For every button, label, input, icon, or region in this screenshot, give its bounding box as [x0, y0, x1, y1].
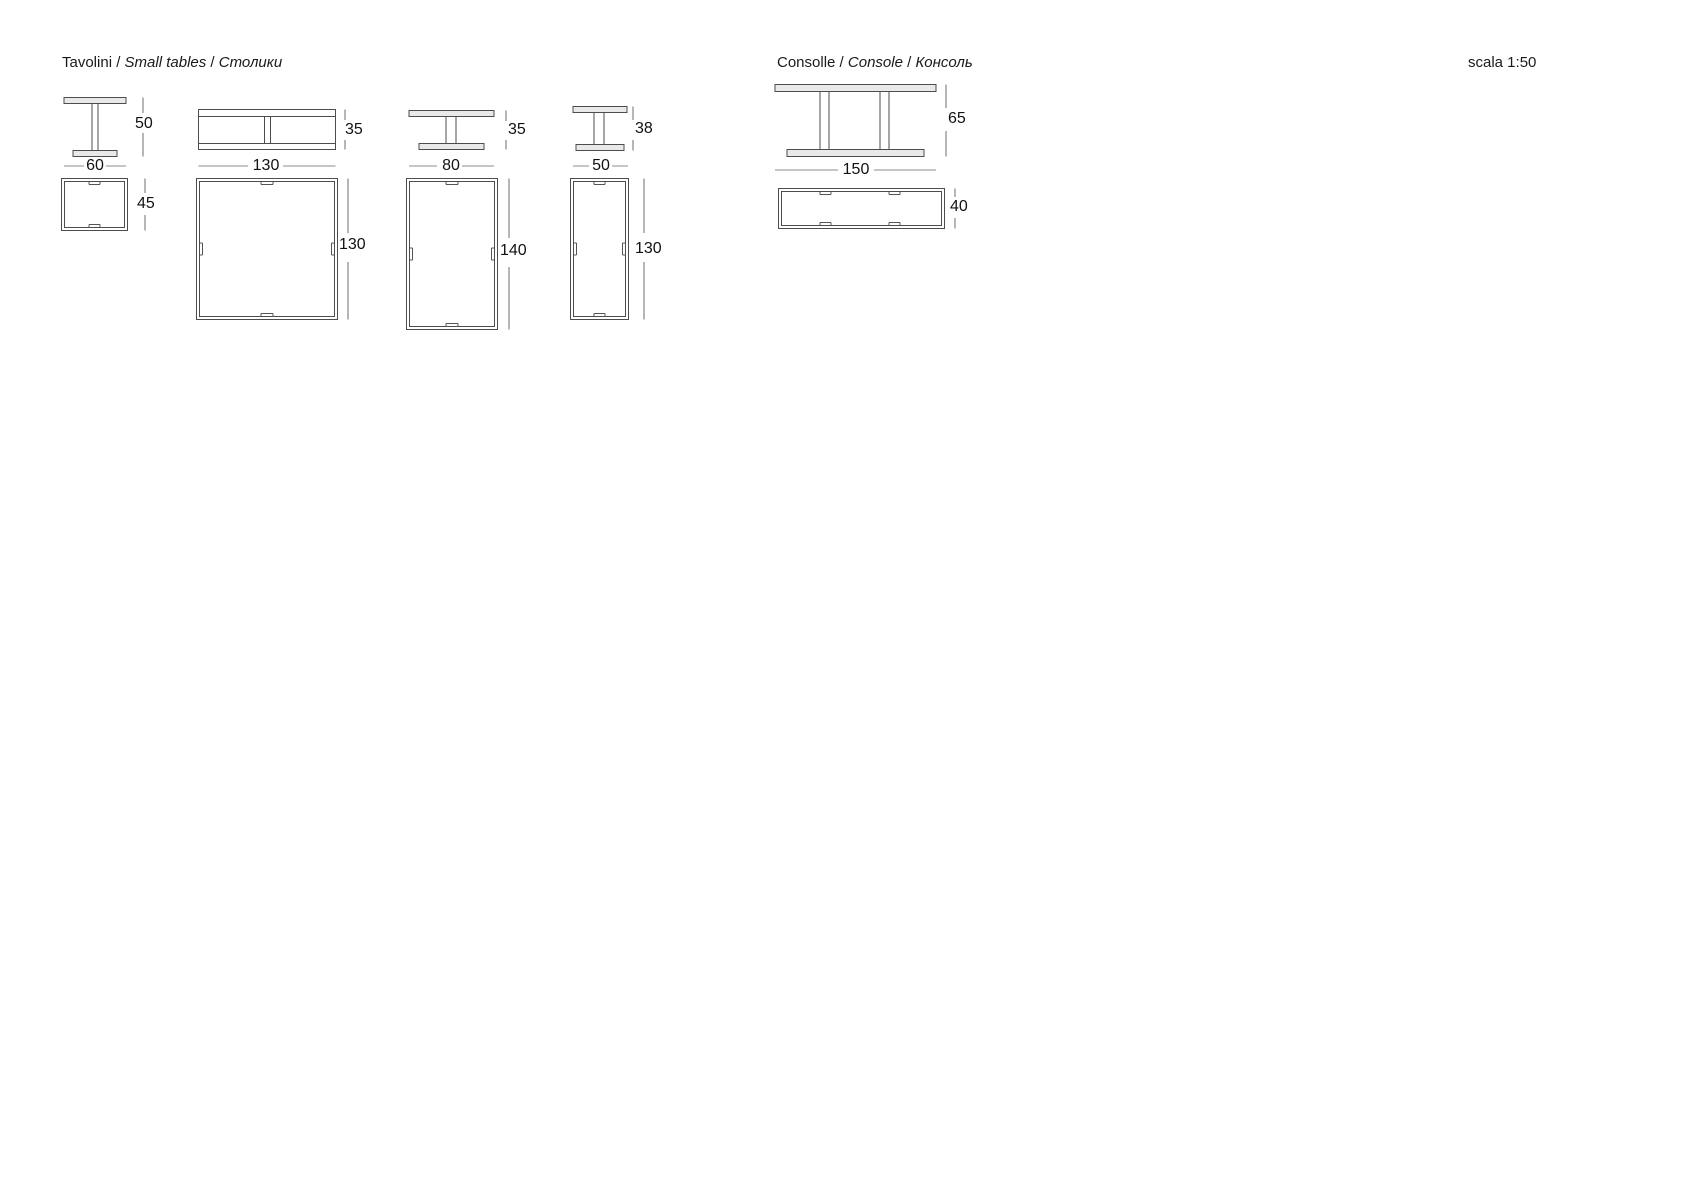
dim-label-t3-width: 80: [442, 157, 460, 174]
dim-label-t3-depth: 140: [500, 242, 527, 259]
heading-tavolini: Tavolini / Small tables / Столики: [62, 55, 282, 70]
elevation-tavolino-130x130-h35: [198, 109, 336, 150]
dim-label-t4-width: 50: [592, 157, 610, 174]
heading-consolle-ru: Консоль: [915, 54, 973, 71]
elevation-tavolino-60x45-h50: [63, 97, 127, 157]
dim-label-t2-height: 35: [345, 121, 363, 138]
plan-tavolino-80x140-h35: [406, 178, 498, 330]
dim-label-t3-height: 35: [508, 121, 526, 138]
plan-tavolino-50x130-h38: [570, 178, 629, 320]
dim-label-c1-height: 65: [948, 110, 966, 127]
dim-label-t2-depth: 130: [339, 236, 366, 253]
heading-consolle-it: Consolle: [777, 54, 836, 71]
dim-label-c1-width: 150: [842, 161, 870, 178]
heading-tavolini-ru: Столики: [218, 54, 283, 71]
dim-label-c1-depth: 40: [950, 198, 968, 215]
scale-label: scala 1:50: [1468, 54, 1537, 71]
plan-tavolino-130x130-h35: [196, 178, 338, 320]
heading-tavolini-sep1: /: [112, 54, 125, 71]
dim-label-t4-depth: 130: [635, 240, 662, 257]
heading-consolle-fr: Console: [847, 54, 903, 71]
elevation-tavolino-50x130-h38: [572, 106, 628, 151]
item-consolle-150x40-h65: [774, 84, 956, 229]
heading-tavolini-sep2: /: [206, 54, 219, 71]
dim-label-t1-depth: 45: [137, 195, 155, 212]
item-tavolino-80x140-h35: [406, 110, 510, 330]
item-tavolino-50x130-h38: [570, 106, 645, 320]
plan-tavolino-60x45-h50: [61, 178, 128, 231]
heading-consolle-sep2: /: [902, 54, 916, 71]
item-tavolino-60x45-h50: [61, 97, 146, 231]
item-tavolino-130x130-h35: [196, 109, 349, 320]
heading-tavolini-en: Small tables: [124, 54, 207, 71]
dim-label-t4-height: 38: [635, 120, 653, 137]
heading-consolle: Consolle / Console / Консоль: [777, 55, 973, 70]
dim-label-t1-height: 50: [135, 115, 153, 132]
heading-consolle-sep1: /: [835, 54, 848, 71]
plan-consolle-150x40-h65: [778, 188, 945, 229]
elevation-consolle-150x40-h65: [774, 84, 937, 157]
elevation-tavolino-80x140-h35: [408, 110, 495, 150]
dim-label-t1-width: 60: [86, 157, 104, 174]
dim-label-t2-width: 130: [252, 157, 280, 174]
heading-tavolini-it: Tavolini: [62, 54, 113, 71]
